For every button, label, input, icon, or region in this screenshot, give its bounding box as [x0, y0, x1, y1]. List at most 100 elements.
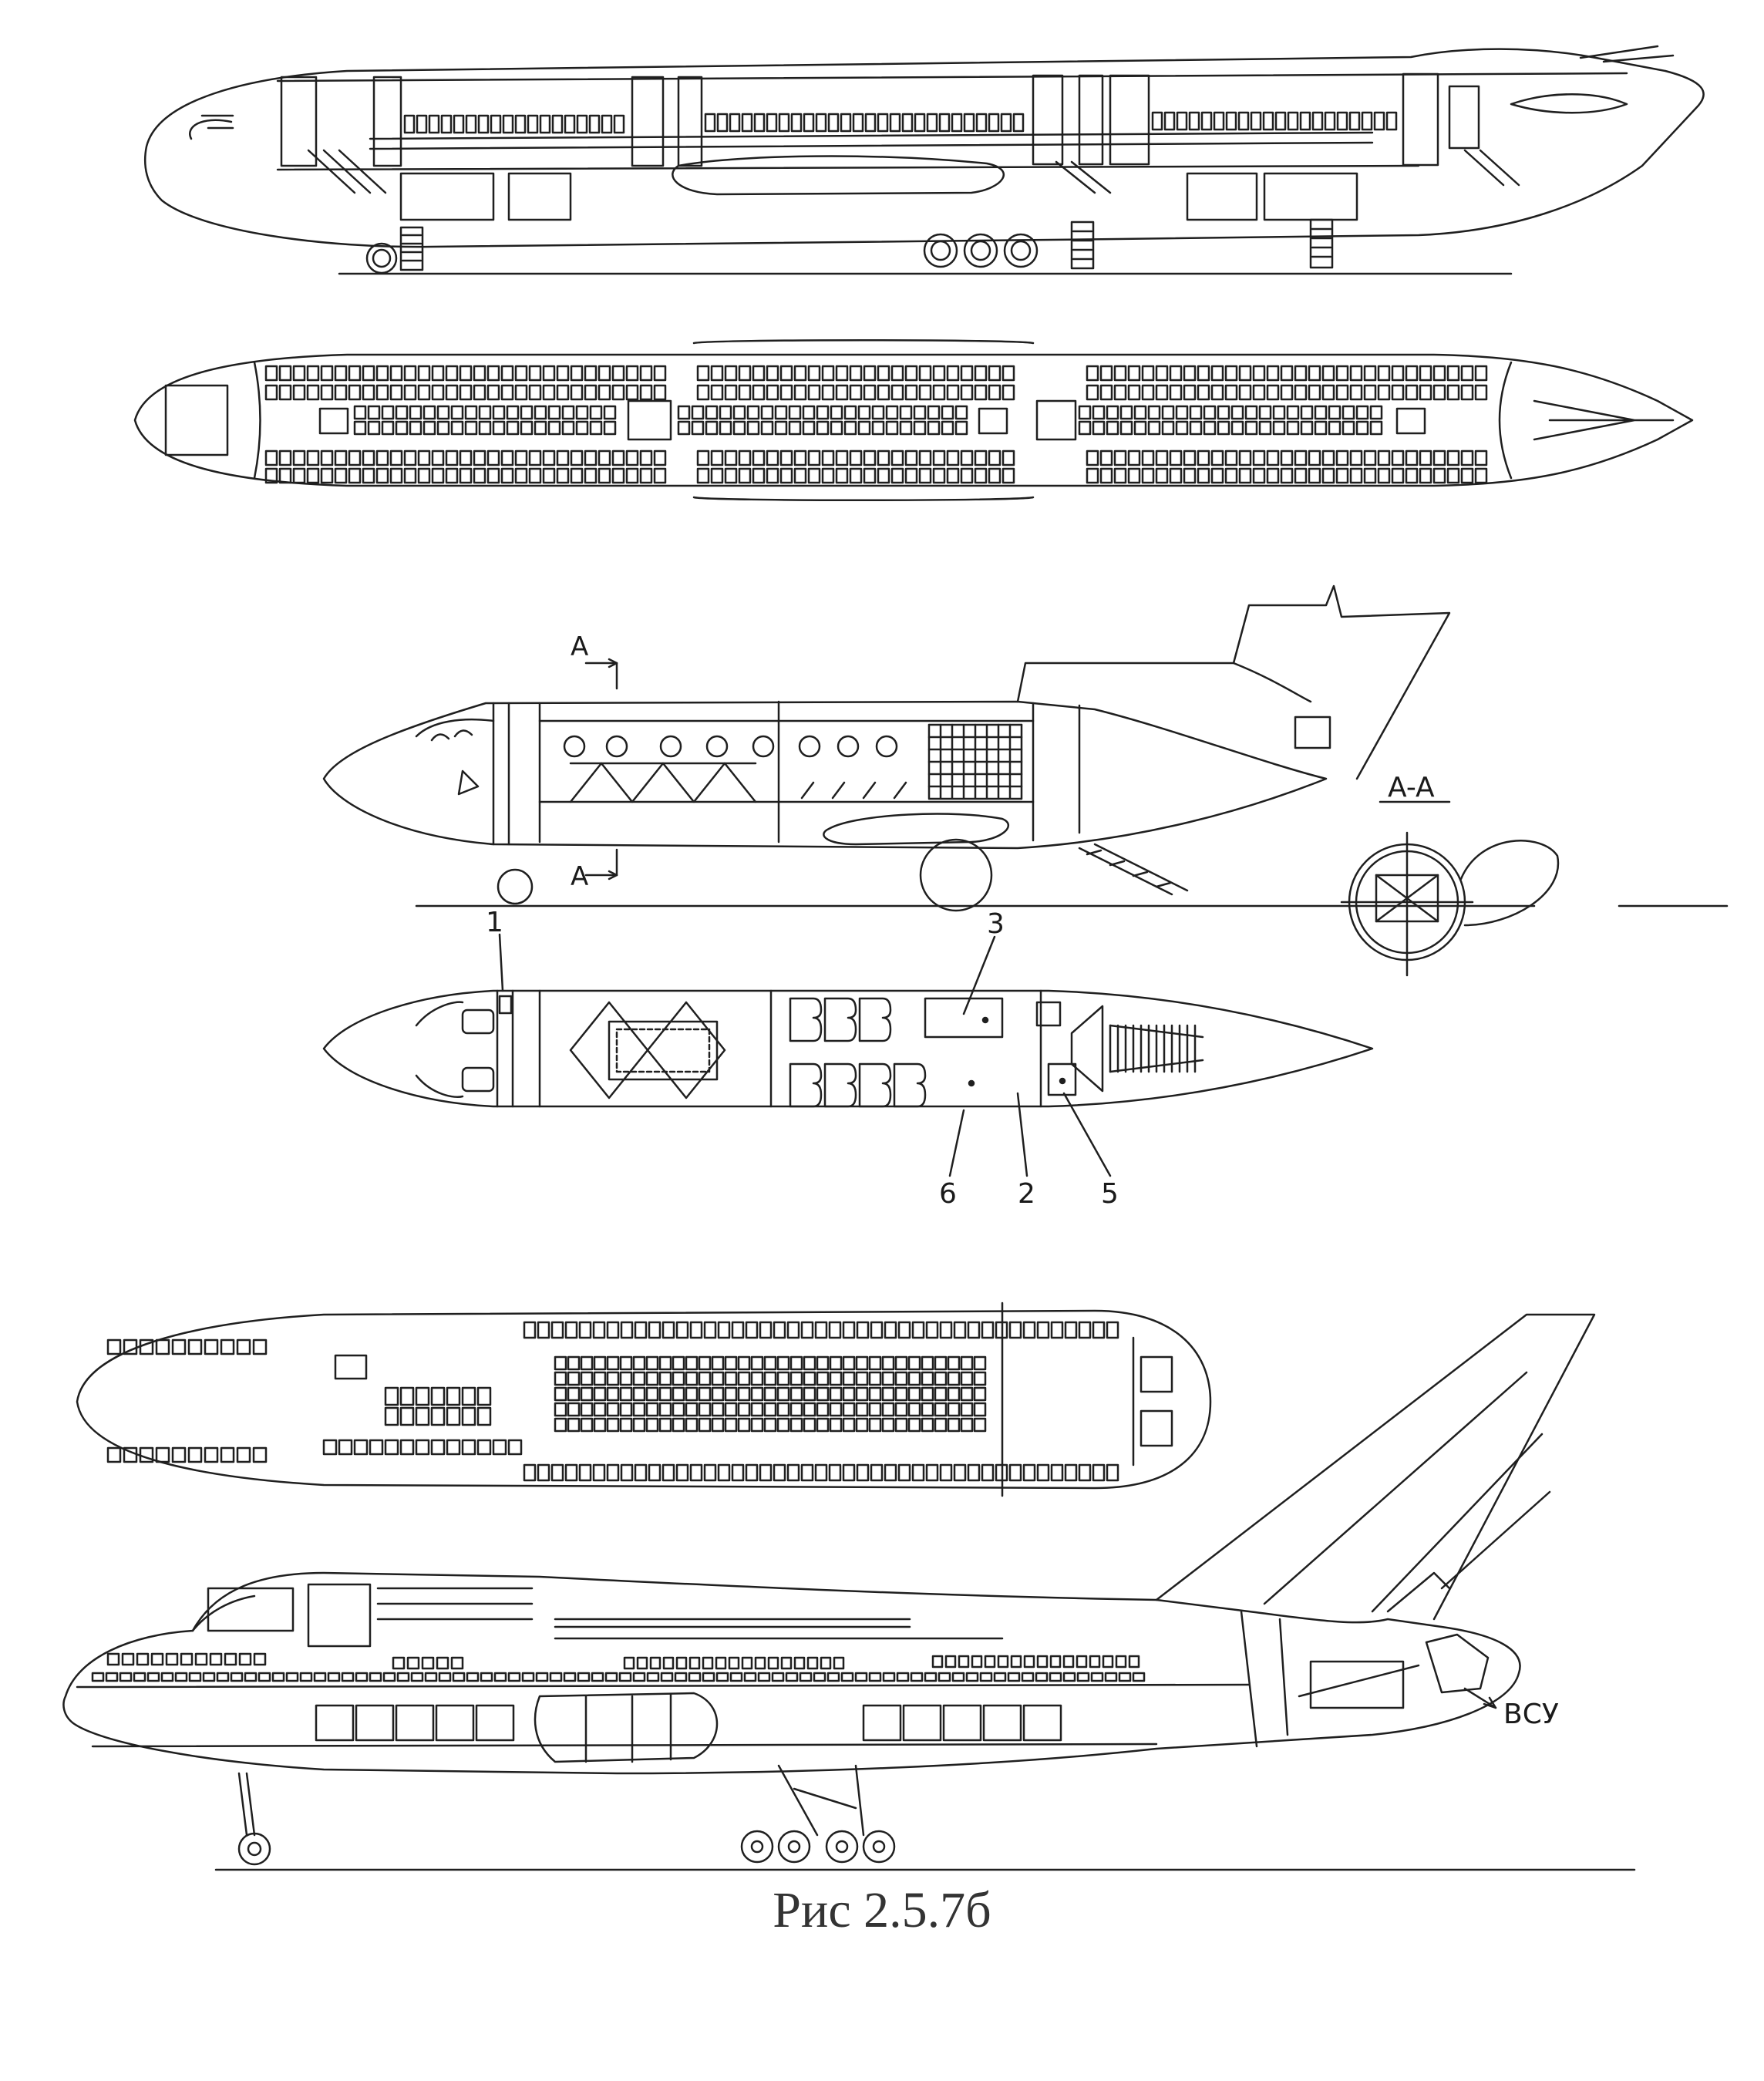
- seat: [409, 420, 422, 436]
- seat: [611, 467, 625, 484]
- seat-back: [882, 1672, 896, 1682]
- seat: [473, 384, 486, 401]
- seat: [849, 384, 863, 401]
- seat: [534, 420, 547, 436]
- seat: [724, 1355, 738, 1371]
- seat: [830, 420, 843, 436]
- seat: [835, 467, 849, 484]
- seat: [1474, 384, 1488, 401]
- seat: [890, 467, 904, 484]
- seat: [430, 1439, 446, 1456]
- seat: [800, 1463, 814, 1482]
- seat-back: [674, 1672, 688, 1682]
- seat: [625, 450, 639, 466]
- seat: [171, 1339, 187, 1355]
- seat: [975, 113, 988, 133]
- seat: [855, 1355, 869, 1371]
- seat: [421, 1656, 435, 1670]
- seat: [1300, 405, 1314, 420]
- seat: [362, 450, 375, 466]
- seat: [417, 365, 431, 382]
- seat: [868, 1417, 882, 1433]
- seat: [1012, 113, 1025, 133]
- seat: [766, 113, 778, 133]
- seat: [1224, 450, 1238, 466]
- seat: [793, 450, 807, 466]
- lounge-seat: [823, 1062, 857, 1108]
- seat: [606, 1417, 620, 1433]
- seat: [1155, 467, 1169, 484]
- seat: [320, 467, 334, 484]
- seat: [821, 450, 835, 466]
- seat: [1127, 467, 1141, 484]
- d4-cockpit-seats: [415, 995, 513, 1098]
- diagram-4-business-jet-plan: 1 3 6 2 5: [322, 907, 1374, 1210]
- seat-back: [105, 1672, 119, 1682]
- cabin-window: [659, 735, 682, 758]
- seat: [821, 467, 835, 484]
- seat: [611, 450, 625, 466]
- seat: [415, 1406, 430, 1426]
- d1-decks: [276, 72, 1628, 171]
- seat: [320, 450, 334, 466]
- seat: [803, 113, 815, 133]
- seat: [461, 1406, 476, 1426]
- seat: [1252, 450, 1266, 466]
- seat: [500, 365, 514, 382]
- seat: [547, 420, 561, 436]
- seat: [1419, 365, 1432, 382]
- seat: [592, 1321, 606, 1339]
- seat: [1141, 365, 1155, 382]
- seat: [658, 1355, 672, 1371]
- seat: [1321, 467, 1335, 484]
- diagram-5-plan-view-widebody: [76, 1301, 1212, 1497]
- seat-back: [813, 1672, 826, 1682]
- seat: [877, 365, 890, 382]
- seat: [658, 1402, 672, 1417]
- d3-baggage-grid: [927, 723, 1023, 800]
- seat: [672, 1417, 685, 1433]
- seat: [236, 1446, 251, 1463]
- cargo-container: [942, 1704, 982, 1742]
- seat: [1189, 405, 1203, 420]
- seat-back: [1062, 1672, 1076, 1682]
- seat: [1349, 384, 1363, 401]
- seat: [763, 1417, 777, 1433]
- seat: [698, 1355, 712, 1371]
- seat: [1274, 111, 1287, 131]
- seat: [675, 1321, 689, 1339]
- seat: [741, 113, 753, 133]
- seat: [938, 113, 951, 133]
- seat: [1224, 365, 1238, 382]
- seat: [369, 1439, 384, 1456]
- seat-back: [480, 1672, 493, 1682]
- seat: [603, 420, 617, 436]
- seat: [648, 1321, 662, 1339]
- seat: [696, 467, 710, 484]
- seat: [514, 450, 528, 466]
- seat: [1363, 467, 1377, 484]
- seat: [592, 1463, 606, 1482]
- seat: [698, 1371, 712, 1386]
- seat: [807, 365, 821, 382]
- seat: [829, 1402, 843, 1417]
- seat: [619, 1386, 633, 1402]
- seat: [934, 1355, 948, 1371]
- seat: [881, 1417, 895, 1433]
- seat-back: [757, 1672, 771, 1682]
- seat: [894, 1386, 908, 1402]
- seat: [1446, 365, 1460, 382]
- seat: [1141, 384, 1155, 401]
- seat: [580, 1402, 594, 1417]
- seat: [821, 365, 835, 382]
- seat: [575, 420, 589, 436]
- seat: [106, 1652, 120, 1666]
- seat: [984, 1655, 996, 1669]
- diagram-2-plan-view-double-deck: [133, 339, 1694, 501]
- seat: [422, 405, 436, 420]
- seat: [567, 1402, 581, 1417]
- seat: [803, 1417, 816, 1433]
- seat-back: [355, 1672, 369, 1682]
- seat: [716, 113, 729, 133]
- seat: [334, 365, 348, 382]
